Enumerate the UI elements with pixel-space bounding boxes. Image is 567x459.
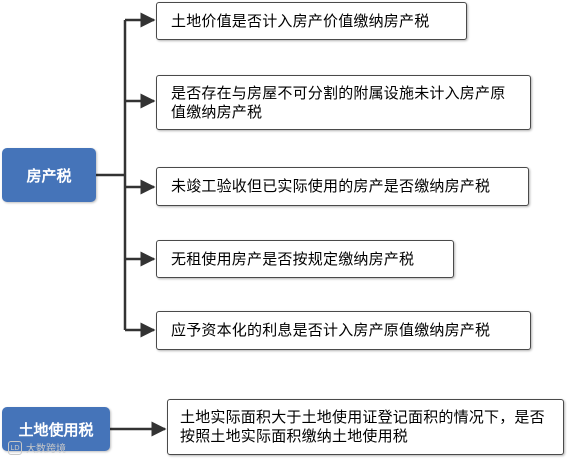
watermark-logo-icon: LD [8,440,22,455]
house-tax-category: 房产税 [2,148,96,202]
watermark-text: 大数跨境 [26,444,66,455]
house-tax-item-4: 无租使用房产是否按规定缴纳房产税 [156,240,454,278]
house-tax-item-1-text: 土地价值是否计入房产价值缴纳房产税 [171,11,430,30]
land-tax-label: 土地使用税 [18,420,94,439]
land-tax-item-1: 土地实际面积大于土地使用证登记面积的情况下，是否按照土地实际面积缴纳土地使用税 [167,399,564,455]
house-tax-item-1: 土地价值是否计入房产价值缴纳房产税 [156,2,467,40]
house-tax-item-5-text: 应予资本化的利息是否计入房产原值缴纳房产税 [171,321,491,339]
watermark: LD 大数跨境 [8,440,66,455]
house-tax-item-3: 未竣工验收但已实际使用的房产是否缴纳房产税 [156,167,529,206]
land-tax-category: 土地使用税 [2,407,110,451]
house-tax-item-3-text: 未竣工验收但已实际使用的房产是否缴纳房产税 [171,177,491,195]
house-tax-item-4-text: 无租使用房产是否按规定缴纳房产税 [171,249,415,268]
land-tax-item-1-text: 土地实际面积大于土地使用证登记面积的情况下，是否按照土地实际面积缴纳土地使用税 [180,408,545,445]
house-tax-item-2-text: 是否存在与房屋不可分割的附属设施未计入房产原值缴纳房产税 [171,83,506,121]
house-tax-item-2: 是否存在与房屋不可分割的附属设施未计入房产原值缴纳房产税 [156,75,531,130]
house-tax-item-5: 应予资本化的利息是否计入房产原值缴纳房产税 [156,311,531,350]
house-tax-label: 房产税 [26,166,72,185]
